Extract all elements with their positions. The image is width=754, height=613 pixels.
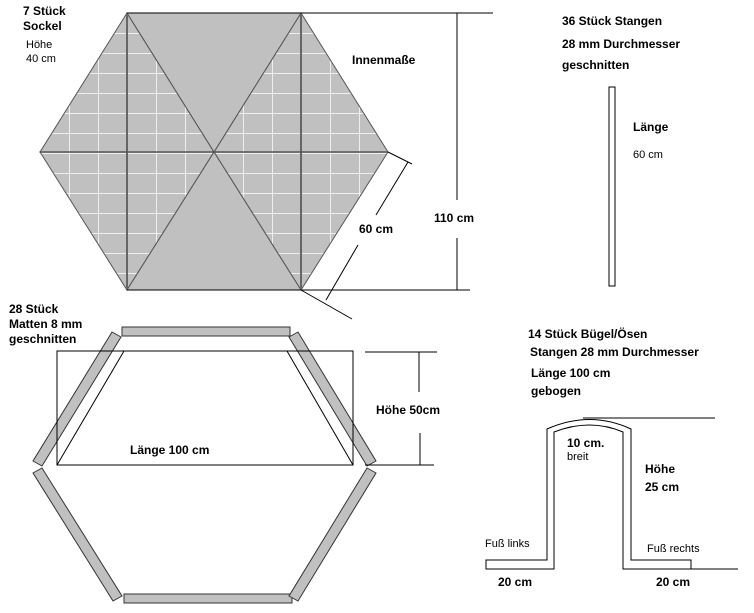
sockel-hexagon [39, 12, 389, 291]
mat-panel [121, 326, 291, 337]
mat-panel [32, 331, 122, 467]
foot-left-label: Fuß links [485, 538, 530, 550]
sockel-height-value: 40 cm [26, 53, 56, 65]
stangen-line3: geschnitten [562, 58, 629, 72]
innen-height: 110 cm [434, 211, 474, 225]
mat-panel [288, 331, 377, 467]
stangen-length-label: Länge [633, 120, 669, 134]
buegel-width-label: breit [567, 451, 588, 463]
rod [608, 86, 616, 287]
matten-line1: 28 Stück [9, 302, 59, 316]
matten-length: Länge 100 cm [130, 443, 209, 457]
matten-height: Höhe 50cm [376, 403, 440, 417]
dimension-lines-top [127, 12, 493, 320]
stangen-line2: 28 mm Durchmesser [562, 37, 680, 51]
matten-hexagon [32, 326, 377, 604]
buegel-line1: 14 Stück Bügel/Ösen [528, 326, 647, 341]
buegel-line2: Stangen 28 mm Durchmesser [530, 345, 699, 359]
sockel-count: 7 Stück [23, 4, 66, 18]
matten-line3: geschnitten [9, 332, 76, 346]
buegel-height-label: Höhe [645, 462, 675, 476]
mat-panel [123, 593, 293, 604]
foot-left-length: 20 cm [498, 575, 532, 589]
innen-label: Innenmaße [352, 53, 416, 67]
matten-cut-lines [56, 350, 437, 466]
mat-panel [32, 467, 123, 602]
buegel-shape [485, 417, 738, 570]
buegel-line4: gebogen [531, 384, 581, 398]
foot-right-label: Fuß rechts [647, 543, 700, 555]
innen-side: 60 cm [359, 222, 393, 236]
sockel-height-label: Höhe [26, 39, 52, 51]
mat-panel [288, 467, 377, 602]
buegel-width-value: 10 cm. [567, 436, 604, 450]
stangen-line1: 36 Stück Stangen [562, 14, 662, 28]
sockel-label: Sockel [23, 19, 62, 33]
buegel-line3: Länge 100 cm [531, 366, 610, 380]
foot-right-length: 20 cm [656, 575, 690, 589]
buegel-height-value: 25 cm [645, 480, 679, 494]
matten-line2: Matten 8 mm [9, 317, 82, 331]
stangen-length-value: 60 cm [633, 149, 663, 161]
